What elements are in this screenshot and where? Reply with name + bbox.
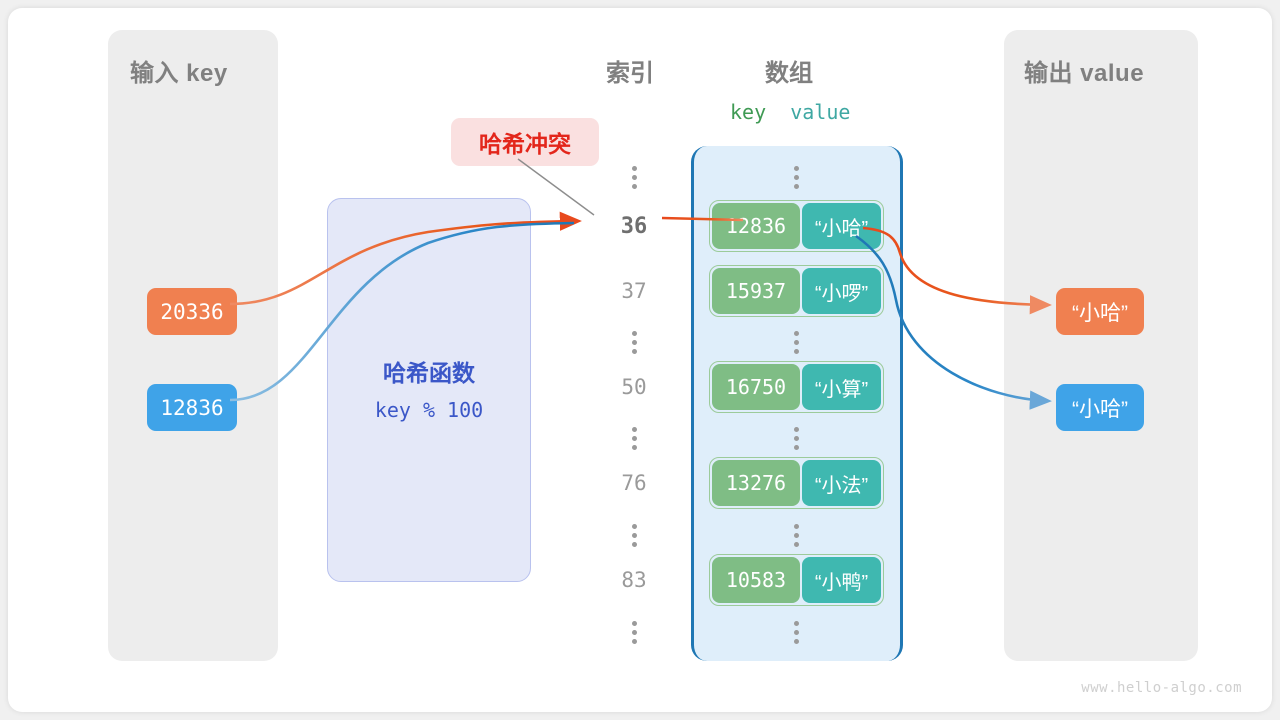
hash-function-box: 哈希函数 key % 100 <box>327 198 531 582</box>
index-ellipsis <box>604 427 664 450</box>
array-ellipsis <box>766 331 826 354</box>
index-ellipsis <box>604 331 664 354</box>
watermark: www.hello-algo.com <box>1081 680 1242 696</box>
array-entry: 10583“小鸭” <box>709 554 884 606</box>
hash-collision-badge: 哈希冲突 <box>451 118 599 166</box>
output-value-panel <box>1004 30 1198 661</box>
key-heading-text: key <box>730 100 767 124</box>
entry-value-cell: “小哈” <box>802 203 881 249</box>
entry-key-cell: 13276 <box>712 460 800 506</box>
index-label-50: 50 <box>621 375 647 399</box>
hash-function-formula: key % 100 <box>374 398 484 422</box>
entry-key-cell: 15937 <box>712 268 800 314</box>
entry-key-cell: 10583 <box>712 557 800 603</box>
index-ellipsis <box>604 524 664 547</box>
index-ellipsis <box>604 621 664 644</box>
output-value-pill-1: “小哈” <box>1056 288 1144 335</box>
entry-value-cell: “小鸭” <box>802 557 881 603</box>
array-ellipsis <box>766 524 826 547</box>
entry-key-cell: 16750 <box>712 364 800 410</box>
diagram-card: 输入 key 输出 value 索引 数组 key value 哈希函数 key… <box>8 8 1272 712</box>
value-heading-text: value <box>790 100 851 124</box>
array-ellipsis <box>766 621 826 644</box>
array-entry: 15937“小啰” <box>709 265 884 317</box>
entry-value-cell: “小算” <box>802 364 881 410</box>
input-key-panel <box>108 30 278 661</box>
entry-value-cell: “小啰” <box>802 268 881 314</box>
index-label-37: 37 <box>621 279 647 303</box>
index-label-76: 76 <box>621 471 647 495</box>
array-column-heading: 数组 <box>765 60 813 87</box>
input-key-pill-2: 12836 <box>147 384 237 431</box>
output-panel-title: 输出 value <box>1024 60 1145 87</box>
output-value-pill-2: “小哈” <box>1056 384 1144 431</box>
array-entry: 16750“小算” <box>709 361 884 413</box>
input-panel-title: 输入 key <box>130 60 228 87</box>
array-ellipsis <box>766 427 826 450</box>
index-label-36: 36 <box>620 214 648 239</box>
entry-value-cell: “小法” <box>802 460 881 506</box>
array-entry: 13276“小法” <box>709 457 884 509</box>
array-ellipsis <box>766 166 826 189</box>
input-key-pill-1: 20336 <box>147 288 237 335</box>
array-entry: 12836“小哈” <box>709 200 884 252</box>
index-ellipsis <box>604 166 664 189</box>
index-column-heading: 索引 <box>606 60 654 87</box>
hash-function-title: 哈希函数 <box>383 360 475 386</box>
key-value-heading: key value <box>730 100 850 124</box>
index-label-83: 83 <box>621 568 647 592</box>
entry-key-cell: 12836 <box>712 203 800 249</box>
